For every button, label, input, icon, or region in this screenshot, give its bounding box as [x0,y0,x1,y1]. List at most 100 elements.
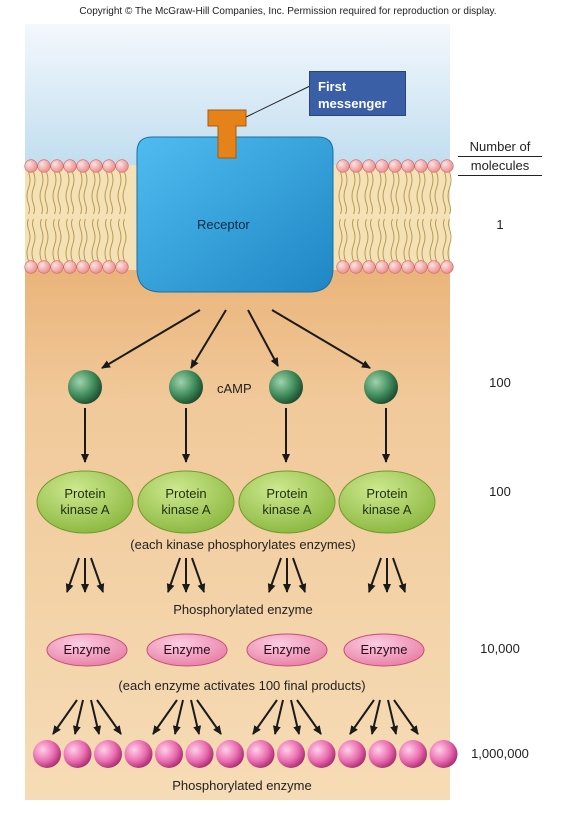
lipid-head [37,159,51,173]
lipid-tail [39,171,44,215]
lipid-tail [70,171,75,215]
arrow [252,699,278,735]
lipid-head [362,260,376,274]
lipid-head [375,159,389,173]
lipid-tail [78,171,83,215]
lipid-tail [403,218,408,262]
messenger-callout-line [245,85,311,118]
enzyme-caption: (each enzyme activates 100 final product… [118,678,366,693]
lipid-tail [369,218,374,262]
lipid-head [24,159,38,173]
lipid-head [50,260,64,274]
final-product-sphere [155,740,183,768]
lipid-tail [65,218,70,262]
lipid-head [102,159,116,173]
arrow [290,699,302,735]
lipid-tail [338,171,343,215]
arrow [387,699,399,735]
lipid-head [349,159,363,173]
lipid-head [115,260,129,274]
enzyme [46,633,128,667]
arrow [90,557,105,593]
kinase-caption: (each kinase phosphorylates enzymes) [130,537,356,552]
final-product-sphere [185,740,214,768]
lipid-tail [96,171,101,215]
arrow [367,557,382,593]
count-kinase: 100 [489,484,511,499]
final-product-sphere [399,740,427,768]
arrow [152,699,178,735]
lipid-head [349,260,363,274]
enzyme-arrow-fans [52,699,419,735]
arrow [392,557,407,593]
enzyme [343,633,425,667]
lipid-head [89,260,103,274]
header-line1: Number of [458,138,542,157]
arrow [272,699,284,735]
arrow [90,699,102,735]
lipid-tail [408,171,413,215]
count-receptor: 1 [496,217,504,232]
final-product-sphere [307,740,336,768]
lipid-tail [395,218,400,262]
lipid-tail [408,218,413,262]
lipid-head [24,260,38,274]
lipid-tail [31,171,36,215]
arrow [190,699,202,735]
lipid-head [388,159,402,173]
lipid-tail [395,171,400,215]
header-line2: molecules [458,157,542,176]
lipid-tail [122,171,127,215]
lipid-tail [44,171,49,215]
protein-kinase-a [137,470,235,534]
arrow [196,699,222,735]
lipid-tail [356,218,361,262]
lipid-tail [377,218,382,262]
count-enzyme: 10,000 [480,641,520,656]
number-of-molecules-header: Number of molecules [458,138,542,176]
lipid-head [89,159,103,173]
final-products [33,740,458,768]
lipid-tail [57,218,62,262]
final-product-sphere [368,740,397,768]
final-product-sphere [216,740,244,768]
enzyme-label: Enzyme [263,642,311,657]
lipid-tail [83,218,88,262]
lipid-tail [343,171,348,215]
arrow [52,699,78,735]
lipid-tail [343,218,348,262]
camp-molecule [169,370,203,404]
camp-molecule [68,370,102,404]
lipid-tail [52,171,57,215]
lipid-tail [83,171,88,215]
lipid-tail [52,218,57,262]
lipid-head [37,260,51,274]
arrow [96,699,122,735]
lipid-tail [338,218,343,262]
arrow [191,557,206,593]
lipid-head [414,260,428,274]
receptor-label: Receptor [197,217,250,232]
lipid-tail [351,171,356,215]
lipid-tail [96,218,101,262]
lipid-tail [351,218,356,262]
cell-membrane [24,159,454,274]
enzyme [146,633,228,667]
lipid-tail [26,171,31,215]
lipid-tail [91,218,96,262]
first-messenger-label: First messenger [309,71,406,116]
lipid-tail [104,171,109,215]
lipid-tail [122,218,127,262]
lipid-tail [390,218,395,262]
lipid-tail [364,218,369,262]
camp-molecule [364,370,398,404]
lipid-head [102,260,116,274]
final-product-sphere [338,740,366,768]
lipid-head [401,260,415,274]
lipid-tail [416,218,421,262]
lipid-tail [416,171,421,215]
final-product-sphere [246,740,275,768]
